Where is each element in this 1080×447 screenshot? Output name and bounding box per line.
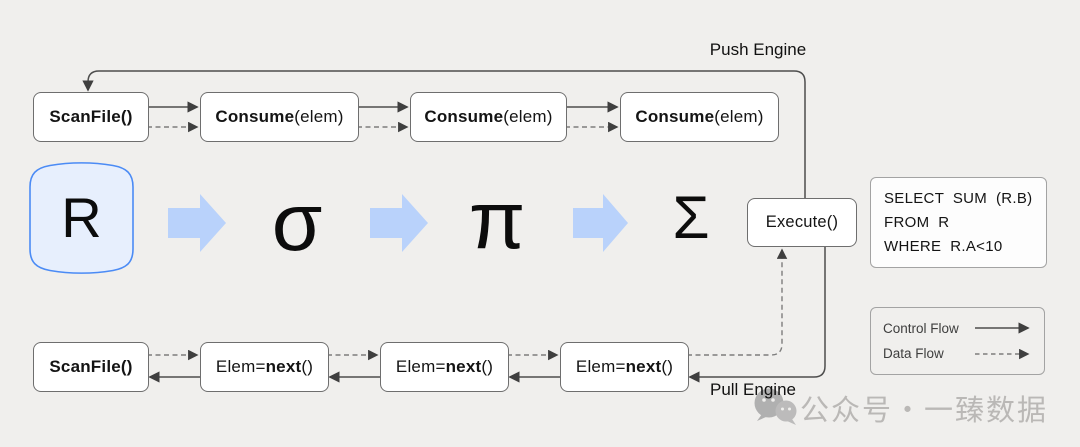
execute-box: Execute() bbox=[747, 198, 857, 247]
wechat-icon bbox=[754, 388, 797, 425]
pull-next-box-3: Elem=next() bbox=[560, 342, 689, 392]
selection-operator: σ bbox=[271, 177, 323, 268]
pull-engine-label: Pull Engine bbox=[709, 380, 796, 399]
pipeline-block-arrow bbox=[573, 194, 628, 252]
push-consume-box-2: Consume(elem) bbox=[410, 92, 567, 142]
push-scanfile-label: ScanFile() bbox=[49, 107, 133, 126]
legend-box: Control Flow Data Flow bbox=[870, 307, 1045, 375]
pull-scanfile-label: ScanFile() bbox=[49, 357, 133, 376]
sql-line-from: FROM R bbox=[884, 213, 950, 231]
push-engine-label: Push Engine bbox=[709, 40, 807, 59]
execute-label: Execute() bbox=[765, 213, 839, 231]
sql-line-where: WHERE R.A<10 bbox=[884, 238, 1003, 256]
sql-line-select: SELECT SUM (R.B) bbox=[884, 189, 1033, 207]
legend-control-label: Control Flow bbox=[883, 321, 959, 337]
pipeline-block-arrow bbox=[168, 194, 226, 252]
push-control-loop-arrow bbox=[82, 70, 806, 198]
watermark-text: 公众号・一臻数据 bbox=[800, 395, 1049, 427]
aggregation-operator: Σ bbox=[672, 184, 710, 251]
legend-data-label: Data Flow bbox=[883, 345, 944, 361]
pull-control-arrow bbox=[688, 245, 826, 383]
sql-query-box: SELECT SUM (R.B) FROM R WHERE R.A<10 bbox=[870, 177, 1047, 268]
projection-operator: π bbox=[468, 175, 526, 266]
push-consume-box-3: Consume(elem) bbox=[620, 92, 779, 142]
pull-scanfile-box: ScanFile() bbox=[33, 342, 149, 392]
pull-next-box-1: Elem=next() bbox=[200, 342, 329, 392]
consume-label: Consume bbox=[635, 107, 715, 126]
next-label: next bbox=[625, 357, 662, 376]
next-label: next bbox=[445, 357, 482, 376]
push-consume-box-1: Consume(elem) bbox=[200, 92, 359, 142]
consume-label: Consume bbox=[424, 107, 504, 126]
push-scanfile-box: ScanFile() bbox=[33, 92, 149, 142]
next-label: next bbox=[265, 357, 302, 376]
pipeline-block-arrow bbox=[370, 194, 428, 252]
relation-source-label: R bbox=[61, 186, 102, 249]
pull-next-box-2: Elem=next() bbox=[380, 342, 509, 392]
consume-label: Consume bbox=[215, 107, 295, 126]
relation-cylinder-shape bbox=[29, 162, 134, 274]
